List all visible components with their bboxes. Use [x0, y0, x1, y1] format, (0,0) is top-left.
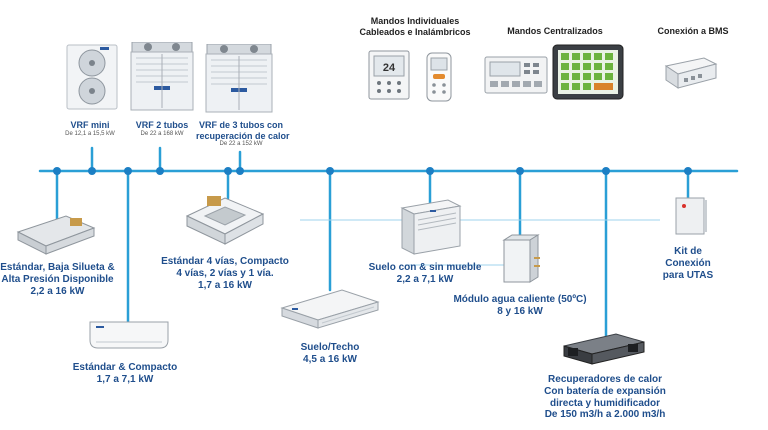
- techo-unit: [278, 288, 382, 330]
- vrf-3-tubos-unit: [205, 43, 273, 114]
- ducto-unit: [14, 212, 98, 256]
- kit-label: Kit de Conexión para UTAS: [662, 246, 714, 281]
- modulo-agua-unit: [500, 234, 540, 286]
- suelo-unit: [400, 198, 462, 256]
- controller-display: 24: [383, 62, 396, 74]
- ducto-label: Estándar, Baja Silueta & Alta Presión Di…: [0, 262, 115, 297]
- bms-title: Conexión a BMS: [657, 26, 729, 36]
- suelo-label: Suelo con & sin mueble 2,2 a 7,1 kW: [368, 262, 482, 285]
- pared-label: Estándar & Compacto 1,7 a 7,1 kW: [72, 362, 178, 385]
- kit-unit: [674, 196, 708, 236]
- modulo-agua-label: Módulo agua caliente (50ºC) 8 y 16 kW: [453, 294, 587, 317]
- cassette-unit: [183, 192, 267, 248]
- techo-label: Suelo/Techo 4,5 a 16 kW: [300, 342, 360, 365]
- vrf-mini-label: VRF mini De 12,1 a 15,5 kW: [65, 120, 115, 137]
- bms-gateway: [660, 54, 718, 92]
- vrf-mini-unit: [66, 44, 118, 110]
- vrf-3-tubos-label: VRF de 3 tubos con recuperación de calor…: [196, 120, 290, 148]
- wireless-remote: [426, 52, 452, 102]
- recuperador-unit: [562, 332, 646, 366]
- recuperadores-label: Recuperadores de calor Con batería de ex…: [544, 374, 666, 421]
- cassette-label: Estándar 4 vías, Compacto 4 vías, 2 vías…: [161, 256, 289, 291]
- vrf-2-tubos-unit: [130, 41, 194, 112]
- wired-controller: 24: [368, 50, 410, 100]
- mandos-centralizados-title: Mandos Centralizados: [507, 26, 603, 36]
- vrf-2-tubos-label: VRF 2 tubos De 22 a 168 kW: [135, 120, 189, 137]
- mandos-individuales-title: Mandos Individuales Cableados e Inalámbr…: [359, 16, 471, 37]
- touch-screen-controller: [552, 44, 624, 100]
- central-controller-panel: [484, 56, 548, 94]
- pared-unit: [88, 318, 170, 350]
